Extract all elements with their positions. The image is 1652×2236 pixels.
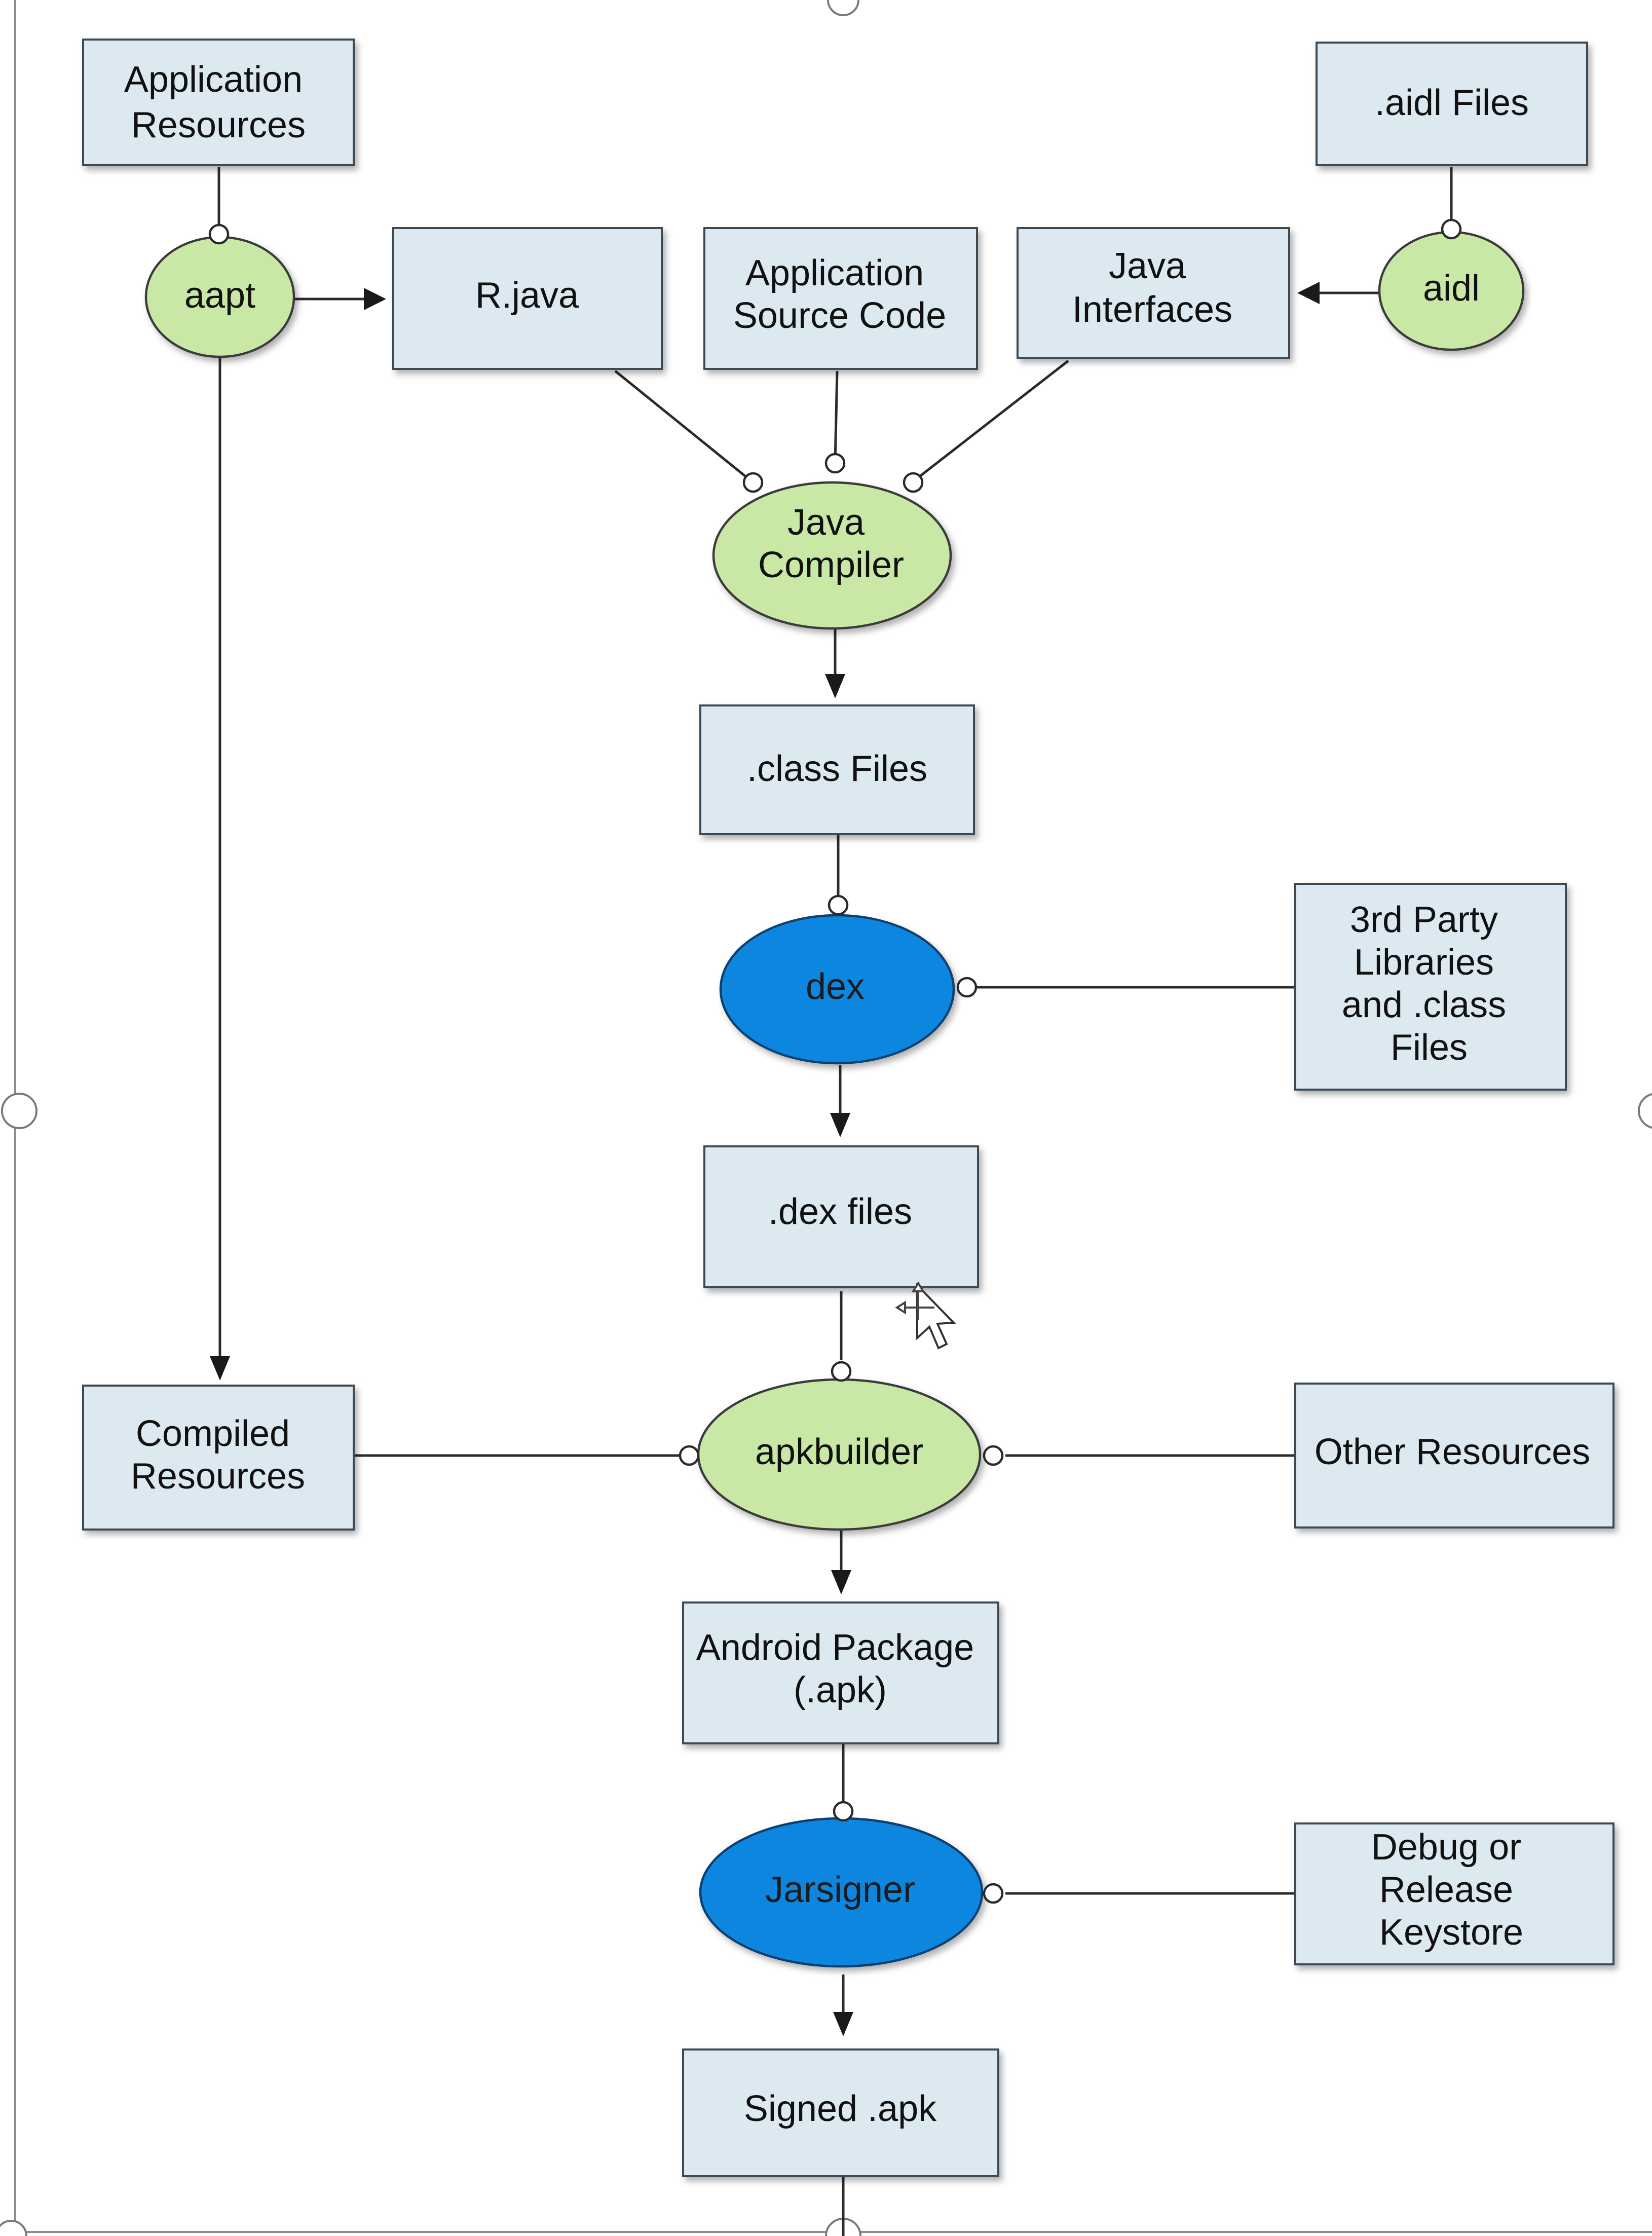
arrowhead-class-files bbox=[825, 674, 845, 698]
connector-compiler-left bbox=[742, 472, 764, 493]
label-class-files: .class Files bbox=[747, 749, 927, 789]
arrowhead-signed bbox=[833, 2012, 853, 2036]
connector-aidl-top bbox=[1441, 218, 1462, 240]
node-java-compiler-oval[interactable] bbox=[712, 481, 952, 630]
node-class-files-box[interactable] bbox=[699, 704, 975, 835]
node-android-package-box[interactable] bbox=[682, 1601, 999, 1744]
label-dex-files: .dex files bbox=[768, 1191, 912, 1232]
resize-handle-left[interactable] bbox=[1, 1093, 37, 1129]
label-apkbuilder: apkbuilder bbox=[755, 1432, 923, 1472]
diagram-connectors bbox=[208, 218, 1462, 1904]
diagram-boxes bbox=[82, 39, 1615, 2177]
label-android-package: Android Package (.apk) bbox=[696, 1627, 984, 1710]
node-aidl-files-box[interactable] bbox=[1316, 42, 1588, 166]
node-other-resources-box[interactable] bbox=[1294, 1383, 1615, 1529]
move-arrows-icon bbox=[895, 1281, 934, 1320]
mouse-cursor-icon bbox=[895, 1281, 956, 1350]
connector-aapt-top bbox=[208, 223, 230, 245]
arrowhead-rjava bbox=[364, 288, 386, 310]
connector-apkbuilder-top bbox=[831, 1361, 852, 1382]
arrowhead-package bbox=[831, 1570, 851, 1594]
node-dex-files-box[interactable] bbox=[703, 1145, 979, 1288]
connector-compiler-top bbox=[824, 453, 846, 474]
node-java-interfaces-box[interactable] bbox=[1017, 227, 1290, 359]
label-signed-apk: Signed .apk bbox=[744, 2089, 937, 2129]
arrowhead-java-interfaces bbox=[1297, 282, 1320, 304]
resize-handle-bottom-left[interactable] bbox=[0, 2220, 27, 2236]
label-java-compiler: Java Compiler bbox=[758, 502, 904, 585]
label-other-resources: Other Resources bbox=[1315, 1432, 1590, 1472]
label-java-interfaces: Java Interfaces bbox=[1072, 246, 1232, 330]
connector-dex-right bbox=[956, 977, 978, 998]
label-compiled-resources: Compiled Resources bbox=[131, 1413, 305, 1497]
edge-rjava-compiler bbox=[614, 370, 754, 483]
label-aidl-files: .aidl Files bbox=[1375, 83, 1529, 123]
edge-source-compiler bbox=[834, 370, 839, 463]
node-third-party-libs-box[interactable] bbox=[1294, 883, 1567, 1091]
connector-compiler-right bbox=[903, 472, 924, 493]
edge-interfaces-compiler bbox=[912, 360, 1069, 482]
connector-apkbuilder-right bbox=[983, 1445, 1004, 1466]
label-app-source: Application Source Code bbox=[733, 253, 946, 336]
resize-handle-top[interactable] bbox=[827, 0, 859, 16]
node-signed-apk-box[interactable] bbox=[682, 2048, 999, 2177]
label-jarsigner: Jarsigner bbox=[765, 1870, 915, 1910]
label-dex: dex bbox=[806, 966, 865, 1007]
node-app-resources-box[interactable] bbox=[82, 39, 355, 166]
connector-apkbuilder-left bbox=[679, 1445, 700, 1466]
diagram-labels: Application Resources .aidl Files aapt R… bbox=[124, 59, 1590, 2129]
label-third-party-libs: 3rd Party Libraries and .class Files bbox=[1342, 900, 1516, 1068]
label-rjava: R.java bbox=[475, 275, 579, 316]
node-keystore-box[interactable] bbox=[1294, 1822, 1615, 1965]
diagram-processes bbox=[144, 231, 1525, 1968]
connector-jarsigner-top bbox=[833, 1801, 854, 1822]
arrowhead-compiled-resources bbox=[210, 1356, 230, 1381]
label-aapt: aapt bbox=[184, 275, 255, 316]
label-aidl: aidl bbox=[1423, 268, 1480, 309]
resize-handle-right[interactable] bbox=[1638, 1093, 1652, 1129]
connector-jarsigner-right bbox=[983, 1883, 1004, 1904]
diagram-edges bbox=[210, 167, 1453, 2236]
connector-dex-top bbox=[828, 895, 849, 916]
arrowhead-dex-files bbox=[830, 1113, 850, 1137]
node-app-source-box[interactable] bbox=[703, 227, 978, 370]
label-keystore: Debug or Release Keystore bbox=[1371, 1827, 1531, 1953]
label-app-resources: Application Resources bbox=[124, 59, 313, 145]
node-compiled-resources-box[interactable] bbox=[82, 1385, 355, 1531]
node-rjava-box[interactable] bbox=[392, 227, 663, 370]
